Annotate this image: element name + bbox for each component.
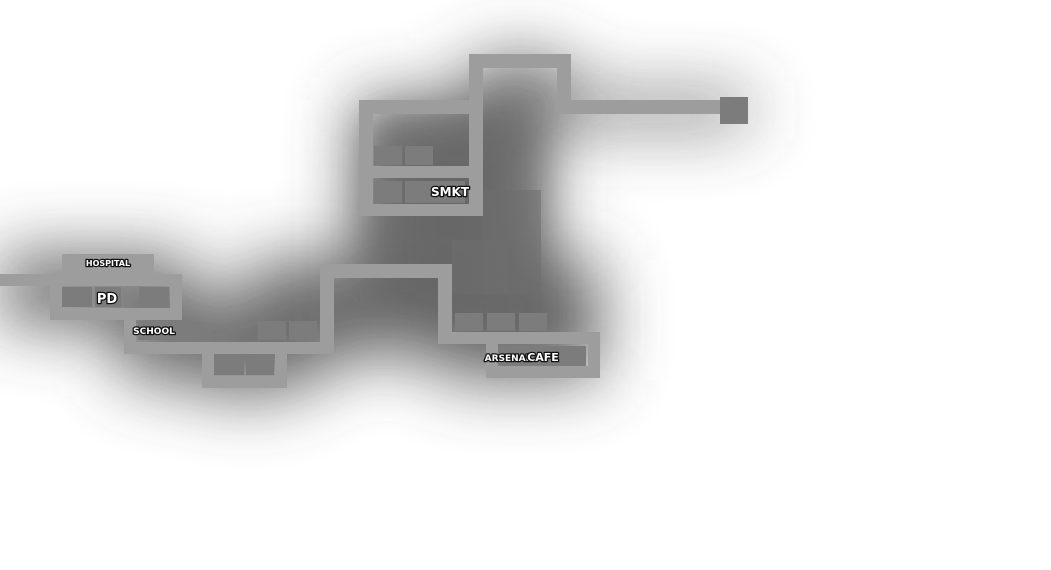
road-segment: [438, 264, 452, 344]
building: [289, 321, 317, 340]
building: [455, 313, 483, 331]
road-segment: [469, 54, 483, 216]
building: [405, 181, 465, 203]
building: [246, 355, 274, 375]
road-segment: [320, 264, 452, 278]
building: [95, 287, 121, 307]
unexplored-block: [483, 190, 541, 294]
map-labels: HOSPITAL PD SCHOOL SMKT ARSENAL CAFE: [85, 184, 561, 366]
building: [62, 287, 92, 307]
road-segment: [0, 274, 50, 286]
road-segment: [557, 54, 571, 114]
building: [138, 321, 200, 340]
road-segment: [359, 100, 373, 216]
label-arsenal: ARSENAL: [485, 354, 532, 364]
road-segment: [557, 100, 727, 114]
building: [519, 313, 547, 331]
road-segment: [359, 204, 483, 216]
building: [374, 181, 402, 203]
road-network: [0, 54, 727, 388]
label-cafe: CAFE: [527, 351, 559, 364]
building: [139, 287, 169, 307]
road-segment: [359, 166, 483, 178]
unexplored-block: [452, 240, 508, 294]
building: [405, 146, 433, 165]
road-segment: [486, 366, 600, 378]
road-segment: [469, 54, 571, 68]
building: [720, 97, 748, 124]
buildings: [62, 97, 748, 375]
road-segment: [359, 100, 483, 114]
road-segment: [62, 254, 154, 274]
building: [487, 313, 515, 331]
road-segment: [320, 264, 334, 354]
road-segment: [438, 332, 600, 344]
building: [374, 146, 402, 165]
building: [498, 346, 586, 366]
building: [214, 355, 244, 375]
label-smkt: SMKT: [431, 185, 470, 199]
road-segment: [124, 342, 334, 354]
road-segment: [202, 376, 287, 388]
label-school: SCHOOL: [133, 327, 175, 337]
label-pd: PD: [97, 292, 118, 307]
road-segment: [50, 274, 182, 286]
building: [258, 321, 286, 340]
label-hospital: HOSPITAL: [86, 259, 130, 268]
road-segment: [50, 308, 182, 320]
